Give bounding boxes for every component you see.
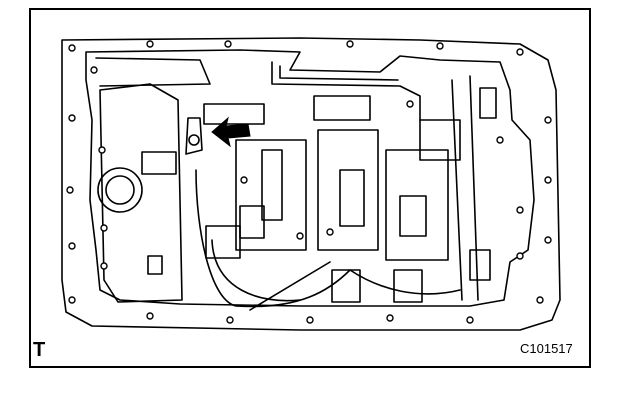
solenoid-2 bbox=[239, 205, 265, 239]
valve-slot-1 bbox=[261, 149, 283, 221]
valve-block-4 bbox=[419, 119, 461, 161]
bracket bbox=[185, 117, 203, 155]
solenoid-1 bbox=[205, 225, 241, 259]
upper-solenoid-cap bbox=[313, 95, 371, 121]
valve-block-3 bbox=[385, 149, 449, 261]
arrow-left-icon bbox=[211, 116, 251, 148]
corner-letter: T bbox=[33, 339, 46, 361]
wire-harness-2 bbox=[211, 239, 301, 302]
housing-port bbox=[147, 255, 163, 275]
valve-slot-2 bbox=[339, 169, 365, 227]
left-housing bbox=[99, 83, 183, 303]
solenoid-4 bbox=[393, 269, 423, 303]
right-pipe-2 bbox=[469, 75, 479, 301]
filter-ring-outer bbox=[97, 167, 143, 213]
plate-outline bbox=[61, 37, 561, 331]
wire-harness-3 bbox=[249, 261, 331, 311]
oil-tube-inner bbox=[279, 65, 399, 81]
right-connector bbox=[479, 87, 497, 119]
oil-tube bbox=[271, 61, 421, 121]
bracket-bolt bbox=[188, 134, 200, 146]
figure-code: C101517 bbox=[520, 341, 573, 356]
upper-solenoid bbox=[203, 103, 265, 125]
figure-frame bbox=[29, 8, 591, 368]
housing-slot bbox=[141, 151, 177, 175]
valve-block-1 bbox=[235, 139, 307, 251]
solenoid-5 bbox=[469, 249, 491, 281]
top-pipe bbox=[95, 57, 211, 87]
valve-slot-3 bbox=[399, 195, 427, 237]
valve-block-2 bbox=[317, 129, 379, 251]
filter-ring-inner bbox=[105, 175, 135, 205]
right-pipe-1 bbox=[451, 79, 463, 301]
valve-body-outline bbox=[85, 49, 535, 307]
